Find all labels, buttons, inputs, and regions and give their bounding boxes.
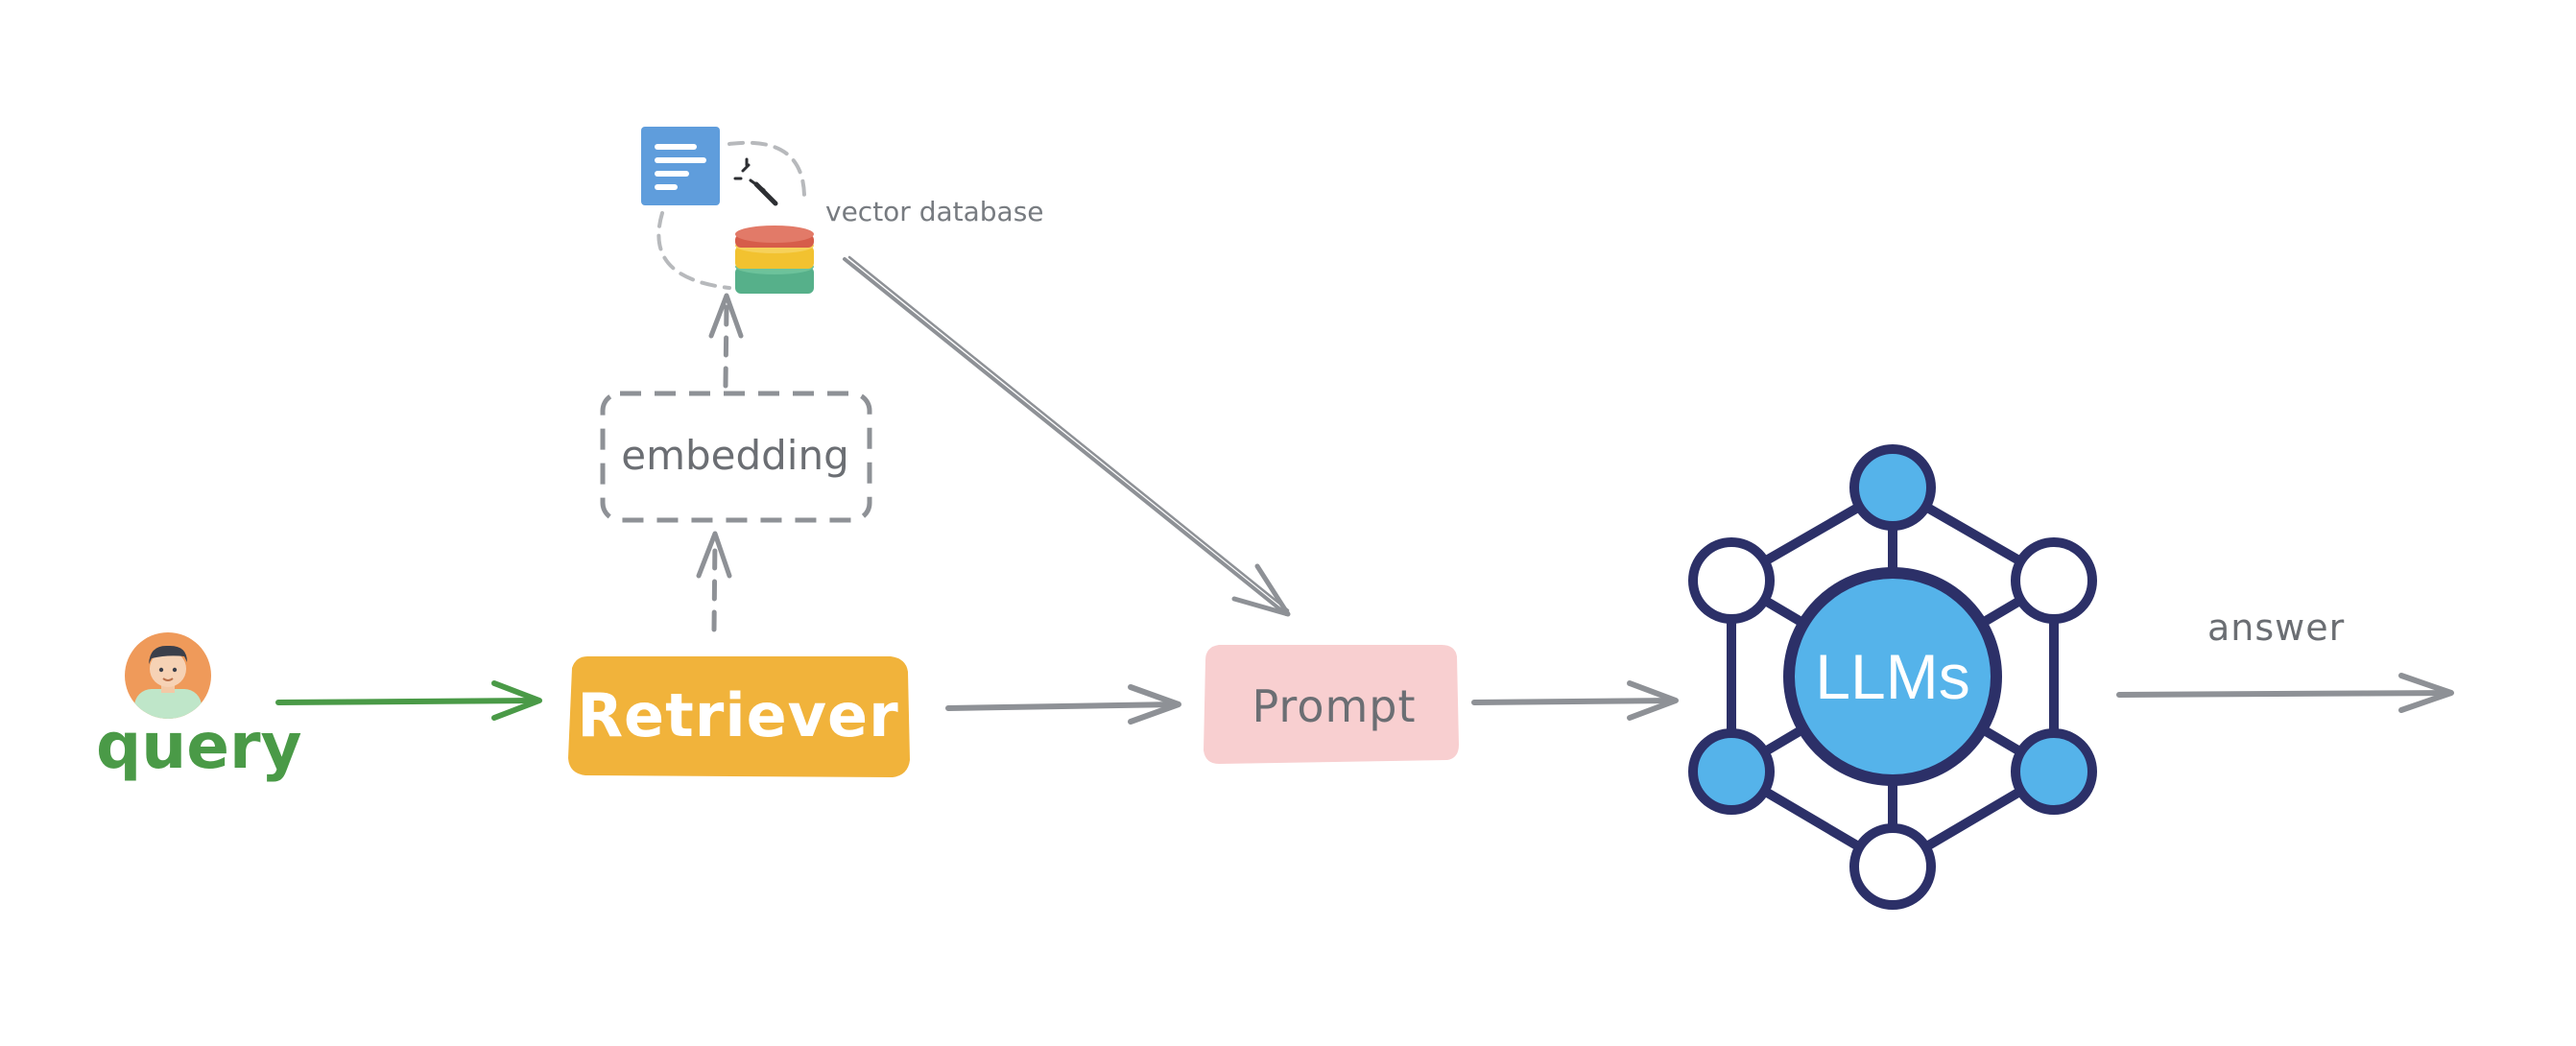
llms-to-answer-arrow bbox=[2116, 673, 2454, 713]
vector-database-label: vector database bbox=[825, 196, 1044, 227]
vector-database-icon bbox=[641, 127, 814, 294]
query-to-retriever-arrow bbox=[275, 680, 542, 721]
embedding-node bbox=[600, 391, 872, 523]
llms-label: LLMs bbox=[1815, 641, 1970, 712]
embedding-label: embedding bbox=[621, 432, 849, 479]
vectordb-to-prompt-arrow bbox=[843, 255, 1291, 617]
prompt-label: Prompt bbox=[1252, 680, 1417, 732]
retriever-to-prompt-arrow bbox=[945, 684, 1181, 725]
answer-label: answer bbox=[2207, 606, 2346, 649]
database-icon bbox=[735, 226, 814, 294]
llm-network-icon bbox=[1688, 444, 2097, 910]
retriever-to-embedding-arrow bbox=[696, 531, 732, 632]
retriever-node bbox=[568, 656, 910, 777]
document-icon bbox=[641, 127, 720, 205]
magic-wand-icon bbox=[733, 157, 778, 206]
embedding-to-vectordb-arrow bbox=[708, 293, 744, 389]
query-label: query bbox=[96, 709, 302, 783]
prompt-node bbox=[1204, 645, 1459, 764]
prompt-to-llms-arrow bbox=[1471, 680, 1679, 721]
retriever-label: Retriever bbox=[577, 680, 899, 750]
